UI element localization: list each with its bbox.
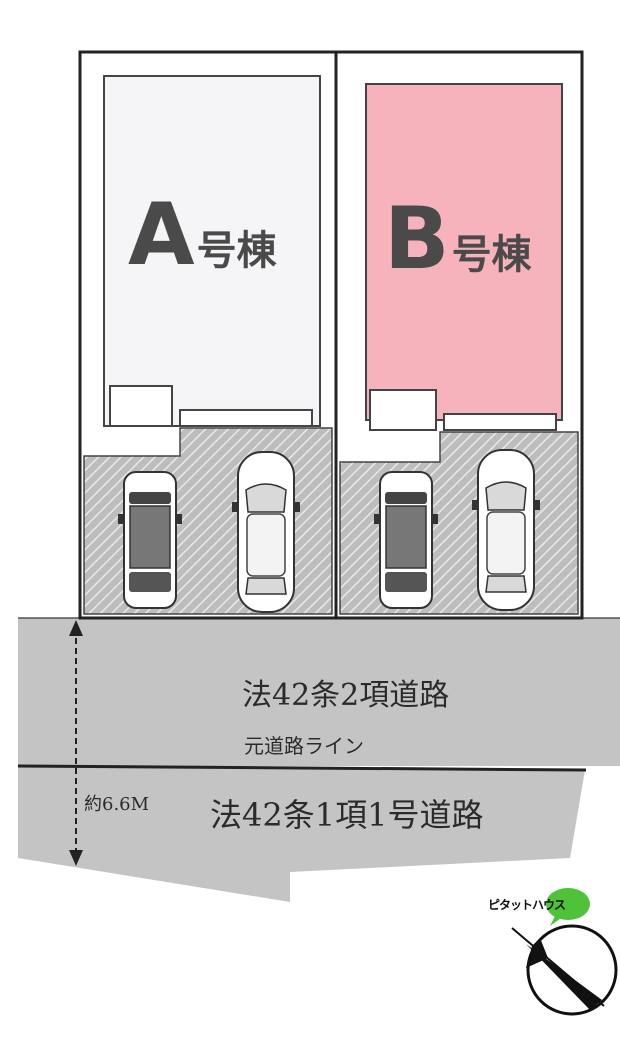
- car-compact-icon: [373, 471, 439, 609]
- lot-a: [78, 50, 338, 620]
- building-b: [365, 83, 563, 421]
- lot-b: [334, 50, 584, 620]
- compass-icon: [511, 924, 618, 1016]
- old-road-line: [17, 764, 587, 772]
- width-dimension-arrow: [69, 620, 83, 866]
- lower-road-label: 法42条1項1号道路: [210, 796, 484, 834]
- lot-b-letter: B: [384, 189, 450, 289]
- car-compact-icon: [117, 471, 183, 609]
- road-upper-area: [18, 618, 620, 766]
- brand-logo-text: ピタットハウス: [488, 898, 566, 912]
- lot-a-letter: A: [128, 185, 195, 285]
- upper-road-label: 法42条2項道路: [242, 678, 450, 713]
- old-road-line-label: 元道路ライン: [244, 734, 364, 758]
- lot-b-suffix: 号棟: [451, 232, 532, 278]
- car-sedan-icon: [231, 451, 301, 613]
- road-width-label: 約6.6M: [84, 794, 150, 815]
- lot-a-label: A 号棟: [128, 192, 277, 278]
- brand-logo-icon: [546, 888, 590, 926]
- road-area: [17, 617, 620, 902]
- lot-a-suffix: 号棟: [196, 228, 277, 274]
- car-sedan-icon: [471, 449, 541, 611]
- lot-b-label: B 号棟: [384, 196, 532, 282]
- road-lower-area: [18, 766, 585, 902]
